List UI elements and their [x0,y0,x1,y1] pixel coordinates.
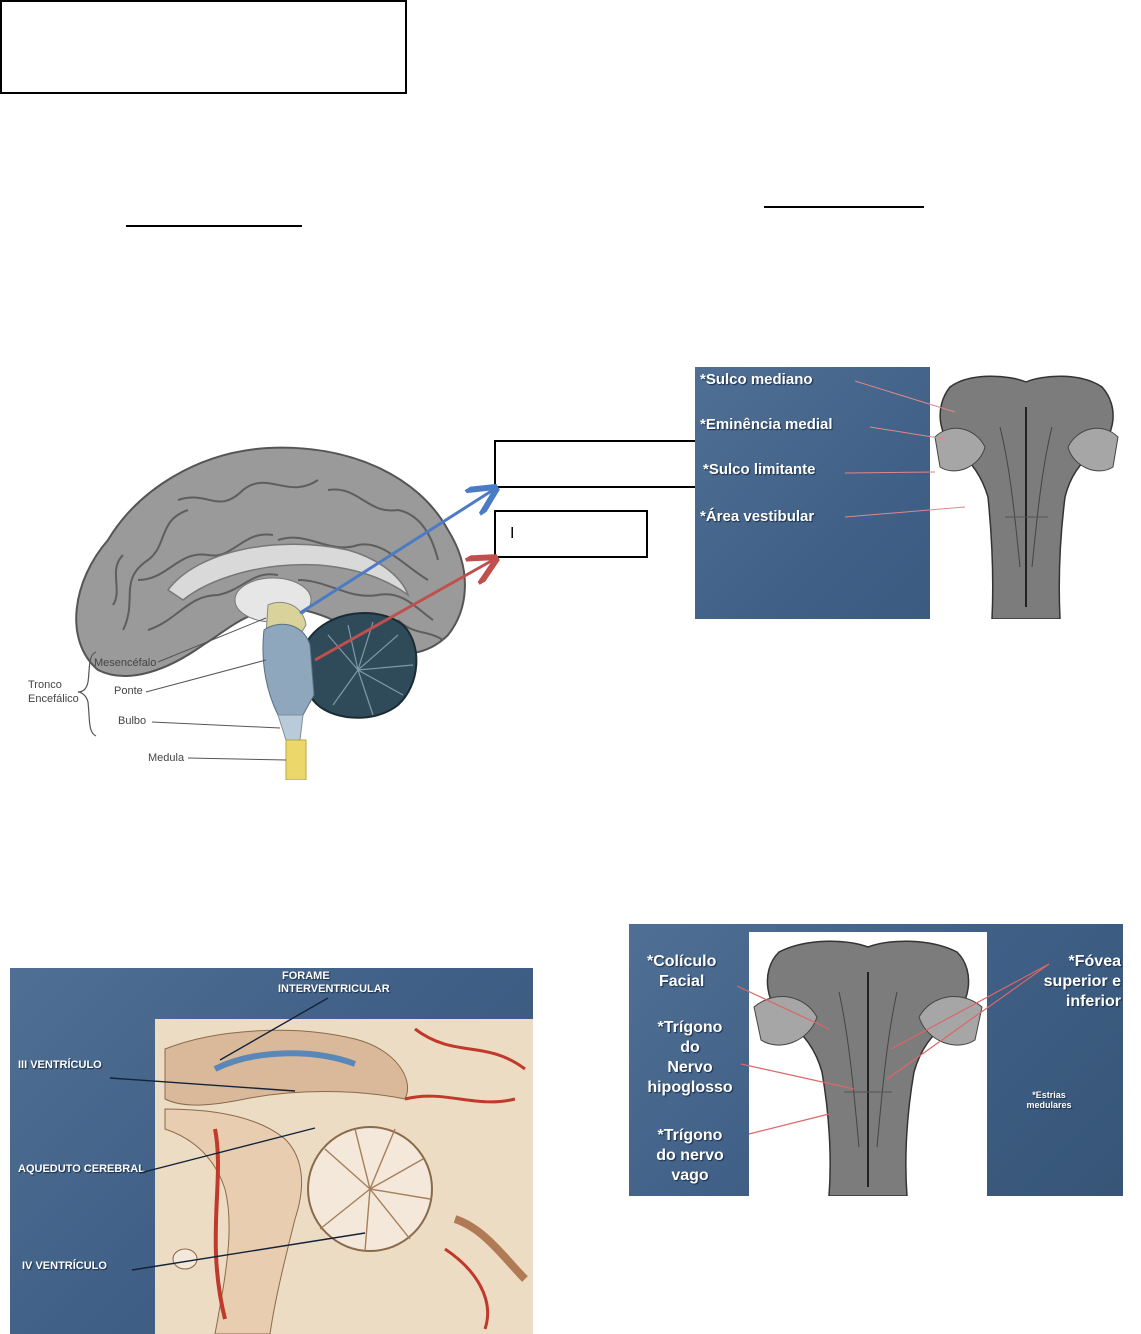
ventricles-slide: FORAME INTERVENTRICULAR III VENTRÍCULO A… [10,968,533,1334]
floor-slide-top: *Sulco mediano *Eminência medial *Sulco … [695,367,1123,619]
floor-slide-bottom: *Colículo Facial *Trígono do Nervo hipog… [629,924,1123,1196]
pointer-lines-top [695,367,1123,619]
blue-arrow [300,490,493,613]
pointer-lines-bottom [629,924,1123,1196]
pointer-lines-ventricles [10,968,533,1334]
red-arrow [315,560,493,660]
